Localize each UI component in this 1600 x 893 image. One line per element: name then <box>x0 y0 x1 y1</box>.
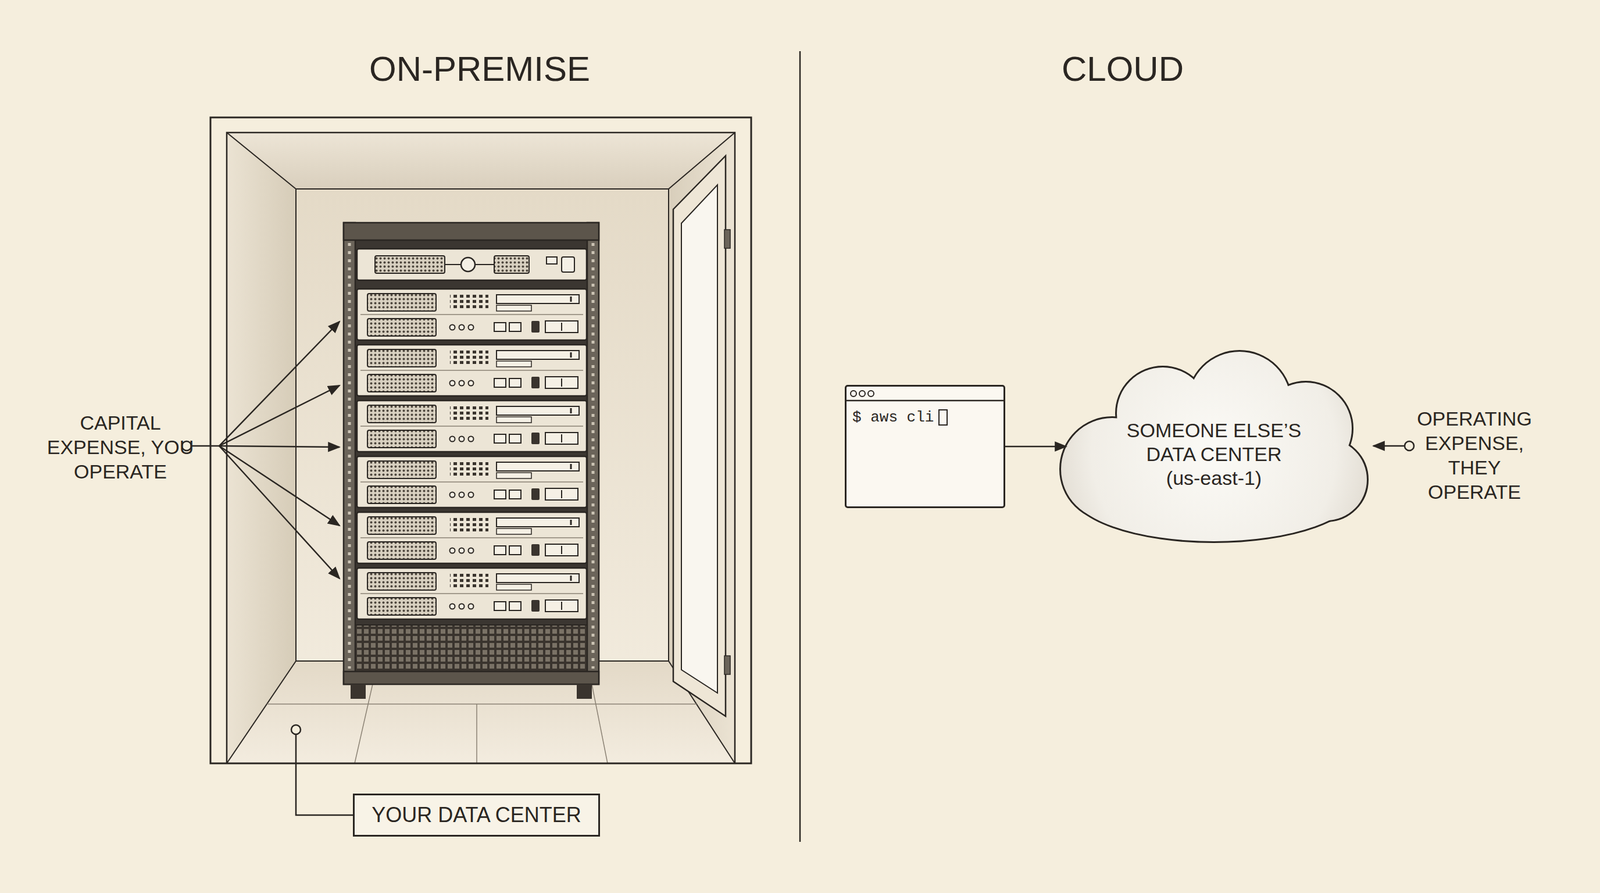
cost-callout: OPERATING EXPENSE, THEY OPERATE <box>1407 406 1542 505</box>
panel-line <box>475 263 495 266</box>
rack-holes <box>591 243 595 669</box>
leader-arrow <box>219 445 340 579</box>
server-unit <box>356 568 587 620</box>
node-body: $ aws cli <box>852 408 948 427</box>
perspective-line <box>226 132 296 189</box>
room-wall <box>226 132 296 764</box>
vent-grille <box>375 255 445 274</box>
arrow-connector <box>1005 445 1067 448</box>
leader-line <box>191 445 220 448</box>
room-frame <box>210 117 752 764</box>
door-hinge <box>724 229 731 249</box>
node-text: (us-east-1) <box>1109 466 1319 491</box>
floor-tile-line <box>266 703 697 705</box>
leader-arrow <box>1373 445 1405 448</box>
text-cursor <box>938 409 948 426</box>
divider-line <box>799 51 802 842</box>
node-text: $ aws cli <box>852 408 934 427</box>
leader-arrow <box>219 445 340 448</box>
rack-holes <box>348 243 352 669</box>
leader-dot <box>291 725 301 735</box>
server-unit <box>356 344 587 396</box>
server-unit <box>356 400 587 452</box>
panel-line <box>444 263 462 266</box>
vent-grille <box>494 255 530 274</box>
perspective-line <box>226 661 296 764</box>
rack-post <box>343 222 356 685</box>
room-floor <box>226 661 735 764</box>
cloud-edge <box>1097 393 1331 510</box>
server-unit <box>356 288 587 341</box>
leader-arrow <box>219 385 340 446</box>
room-ceiling <box>226 132 735 189</box>
node-text: SOMEONE ELSE’S DATA CENTER <box>1109 418 1319 467</box>
node-text: YOUR DATA CENTER <box>371 802 582 828</box>
window-button <box>868 390 874 397</box>
leader-arrow <box>219 445 340 526</box>
cloud-fill <box>1097 393 1331 510</box>
server-unit <box>356 512 587 564</box>
node-body: SOMEONE ELSE’S DATA CENTER(us-east-1) <box>1109 418 1319 491</box>
window-button <box>850 390 857 397</box>
leader-arrow <box>219 321 340 446</box>
server-unit <box>356 456 587 508</box>
rack-interior <box>355 240 588 672</box>
rack-base <box>343 671 599 685</box>
leader-dot <box>1404 441 1414 451</box>
cost-callout: CAPITAL EXPENSE, YOU OPERATE <box>38 410 202 484</box>
location-box: YOUR DATA CENTER <box>352 793 600 837</box>
room-wall <box>668 132 735 764</box>
door <box>673 155 726 717</box>
node-body: YOUR DATA CENTER <box>371 802 582 828</box>
window-titlebar <box>846 386 1004 402</box>
switch-unit <box>356 248 587 281</box>
port <box>561 256 575 273</box>
titlebar-line <box>846 400 1004 402</box>
port <box>546 256 557 264</box>
terminal-window: $ aws cli <box>844 384 1006 509</box>
cloud-shape: SOMEONE ELSE’S DATA CENTER(us-east-1) <box>1055 347 1373 546</box>
rack-top <box>343 222 599 241</box>
section-heading: CLOUD <box>919 48 1327 90</box>
floor-tile-line <box>476 704 478 764</box>
door-hinge <box>724 655 731 675</box>
power-button <box>461 257 475 272</box>
rack-foot <box>350 684 366 699</box>
window-button <box>859 390 866 397</box>
door-glass <box>681 184 718 694</box>
rack-grate <box>355 625 588 672</box>
section-heading: ON-PREMISE <box>276 48 684 90</box>
rack-post <box>587 222 599 685</box>
leader-line <box>295 734 353 816</box>
room-frame <box>226 132 735 764</box>
rack-foot <box>576 684 592 699</box>
